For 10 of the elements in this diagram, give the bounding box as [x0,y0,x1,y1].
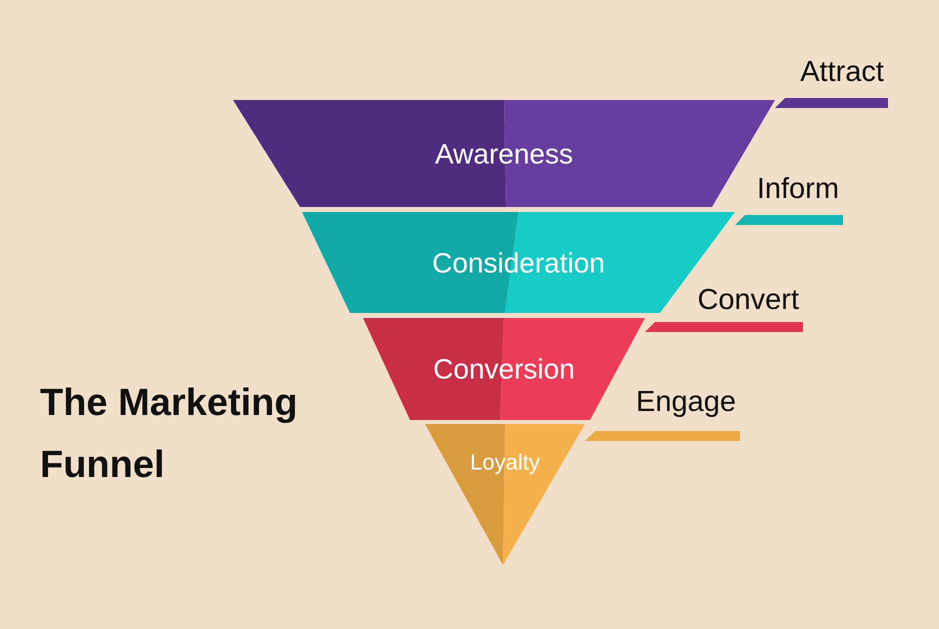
stage-label: Awareness [434,137,573,171]
diagram-title: The Marketing Funnel [40,381,299,488]
stage-label: Conversion [433,352,575,386]
stage-action-label: Engage [636,388,736,417]
stage-action-label: Convert [697,286,799,315]
stage-action-label: Attract [800,58,884,87]
stage-label: Consideration [432,246,605,280]
stage-label: Loyalty [470,448,540,476]
stage-action-label: Inform [756,175,839,204]
funnel-stage [425,424,585,565]
